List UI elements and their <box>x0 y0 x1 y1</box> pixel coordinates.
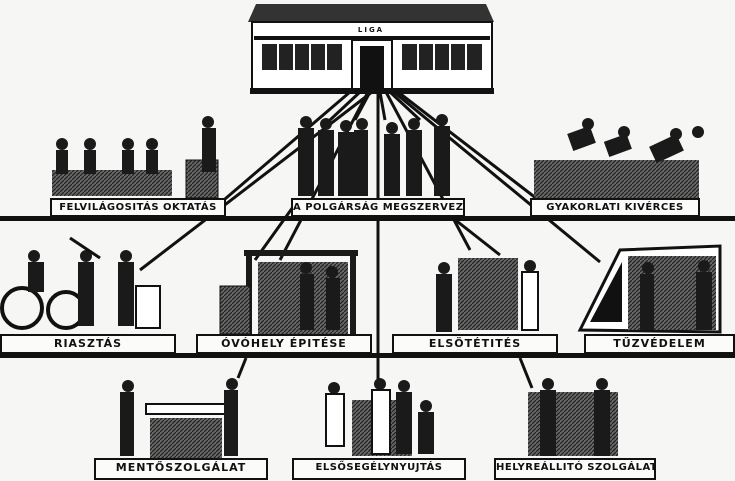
floor-line-1 <box>0 216 735 221</box>
label-felvilagositas-oktatas: FELVILÁGOSITÁS OKTATÁS <box>50 198 226 217</box>
scene-ambulance <box>120 378 238 458</box>
scene-first-aid <box>325 378 434 456</box>
scene-classroom <box>52 116 219 199</box>
scene-shelter <box>219 250 358 335</box>
scene-alarm <box>0 236 161 330</box>
label-helyreallito-szolgalat: HELYREÁLLITÓ SZOLGÁLAT <box>494 458 656 480</box>
label-polgarsag-megszervezese: A POLGÁRSÁG MEGSZERVEZÉSE <box>291 198 465 217</box>
label-elsotetites: ELSÖTÉTITÉS <box>392 334 558 354</box>
scene-repair <box>528 378 618 456</box>
liga-building <box>248 4 494 94</box>
liga-sign: LIGA <box>345 26 397 35</box>
scene-fire <box>577 244 722 334</box>
label-elsosegelynyujtas: ELSŐSEGÉLYNYUJTÁS <box>292 458 466 480</box>
scene-drill <box>534 118 704 198</box>
label-ovohely-epitese: ÓVÓHELY ÉPITÉSE <box>196 334 372 354</box>
scene-blackout <box>436 258 539 332</box>
floor-line-2 <box>0 353 735 358</box>
label-tuzvedelem: TŰZVÉDELEM <box>584 334 735 354</box>
scene-citizens <box>298 114 450 196</box>
label-gyakorlati-kivercés: GYAKORLATI KIVÉRCES <box>530 198 700 217</box>
label-mentoszolgalat: MENTŐSZOLGÁLAT <box>94 458 268 480</box>
label-riasztas: RIASZTÁS <box>0 334 176 354</box>
